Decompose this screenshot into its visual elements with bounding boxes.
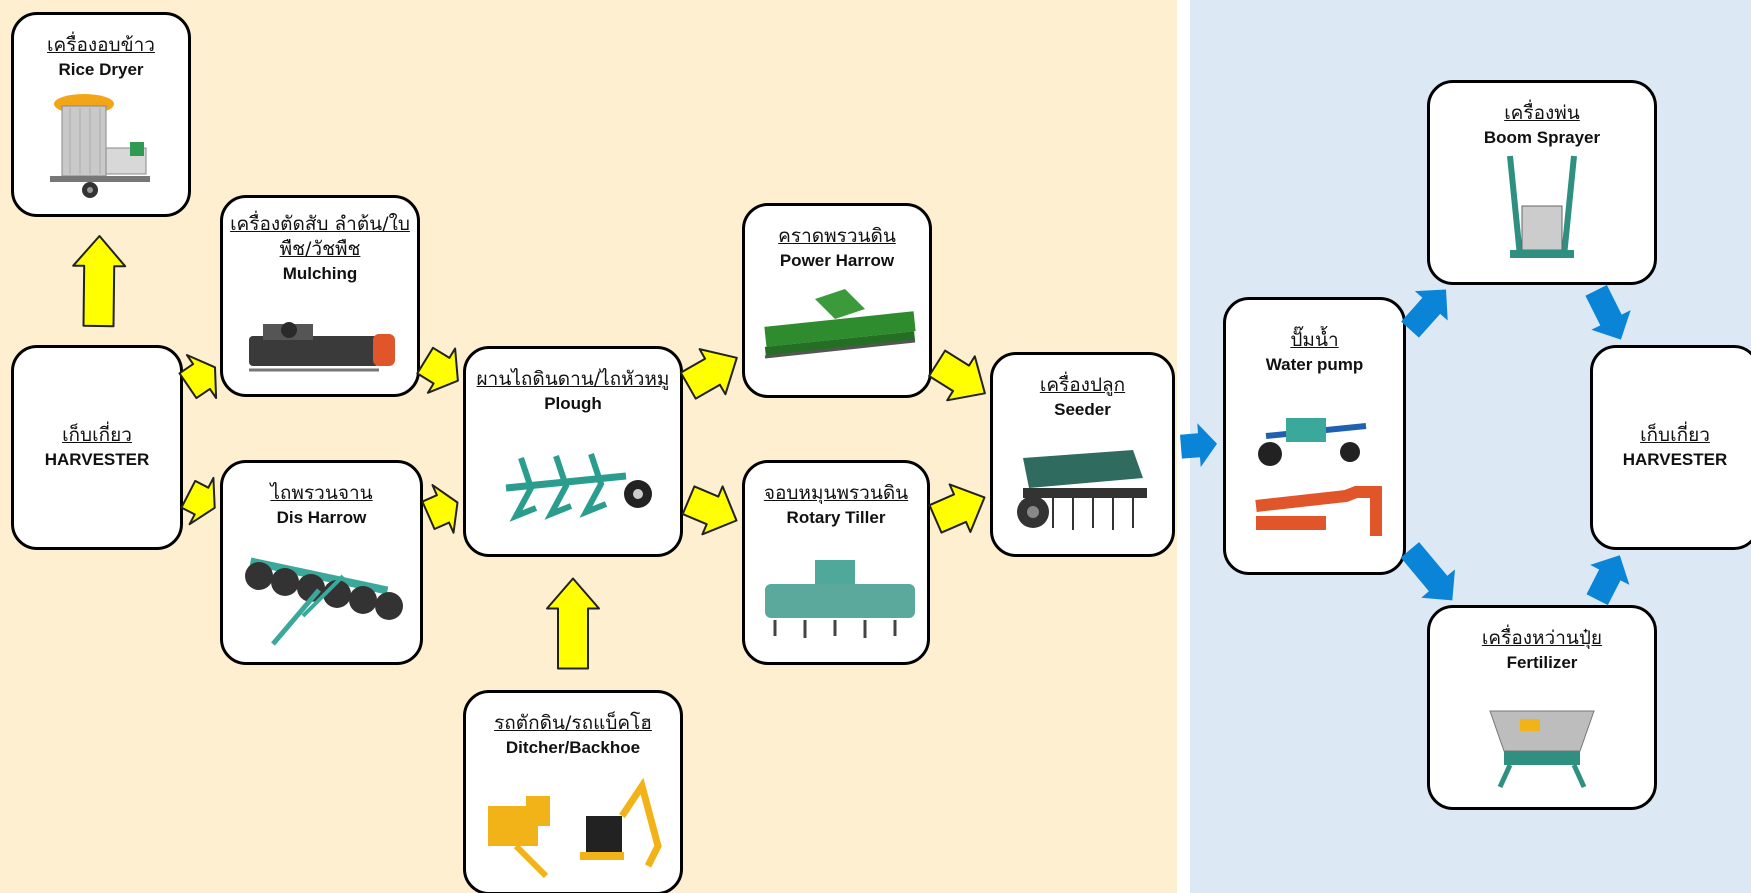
node-power-harrow: คราดพรวนดิน Power Harrow bbox=[742, 203, 932, 398]
node-thai-label: เก็บเกี่ยว bbox=[62, 424, 132, 446]
arrow-plough-to-rotary-tiller bbox=[681, 485, 738, 536]
node-english-label: Boom Sprayer bbox=[1483, 128, 1601, 147]
node-thai-label: เครื่องอบข้าว bbox=[47, 34, 155, 56]
node-thai-label: เครื่องปลูก bbox=[1039, 374, 1126, 396]
arrow-dis-harrow-to-plough bbox=[421, 484, 459, 534]
node-plough: ผานไถดินดาน/ไถหัวหมู Plough bbox=[463, 346, 683, 557]
node-thai-label: รถตักดิน/รถแบ็คโฮ bbox=[494, 712, 652, 734]
node-boom-sprayer: เครื่องพ่น Boom Sprayer bbox=[1427, 80, 1657, 285]
arrow-power-harrow-to-seeder bbox=[928, 349, 986, 402]
fertilizer-spreader-illustration bbox=[1489, 710, 1595, 789]
rotary-tiller-illustration bbox=[765, 560, 915, 638]
ditcher-backhoe-illustration bbox=[488, 777, 662, 879]
arrow-fertilizer-to-harvester-end bbox=[1586, 555, 1630, 606]
rice-dryer-illustration bbox=[50, 94, 150, 198]
node-mulching: เครื่องตัดสับ ลำต้น/ใบพืช/วัชพืช Mulchin… bbox=[220, 195, 420, 397]
arrow-seeder-to-water-pump bbox=[1180, 423, 1217, 468]
water-pump-illustration bbox=[1255, 418, 1382, 536]
node-english-label: Rice Dryer bbox=[58, 60, 144, 79]
node-english-label: Power Harrow bbox=[779, 251, 895, 270]
arrow-water-pump-to-boom-sprayer bbox=[1401, 289, 1448, 338]
node-english-label: Rotary Tiller bbox=[786, 508, 886, 527]
node-english-label: Ditcher/Backhoe bbox=[505, 738, 641, 757]
node-english-label: HARVESTER bbox=[44, 450, 150, 469]
node-thai-label: ปั๊มน้ำ bbox=[1290, 329, 1339, 351]
arrow-rotary-tiller-to-seeder bbox=[928, 483, 986, 534]
node-seeder: เครื่องปลูก Seeder bbox=[990, 352, 1175, 557]
node-thai-label: คราดพรวนดิน bbox=[778, 225, 896, 247]
node-ditcher: รถตักดิน/รถแบ็คโฮ Ditcher/Backhoe bbox=[463, 690, 683, 893]
mulcher-illustration bbox=[249, 322, 395, 372]
node-english-label: Dis Harrow bbox=[276, 508, 367, 527]
node-english-label: HARVESTER bbox=[1622, 450, 1728, 469]
arrow-boom-sprayer-to-harvester-end bbox=[1585, 285, 1631, 340]
arrow-mulching-to-plough bbox=[416, 346, 459, 394]
arrow-harvester-start-to-dis-harrow bbox=[180, 476, 216, 526]
node-english-label: Water pump bbox=[1265, 355, 1364, 374]
node-harvester-start: เก็บเกี่ยว HARVESTER bbox=[11, 345, 183, 550]
node-rice-dryer: เครื่องอบข้าว Rice Dryer bbox=[11, 12, 191, 217]
arrow-plough-to-power-harrow bbox=[679, 348, 738, 400]
seeder-illustration bbox=[1017, 450, 1147, 530]
node-thai-label: ผานไถดินดาน/ไถหัวหมู bbox=[476, 368, 670, 390]
power-harrow-illustration bbox=[764, 289, 916, 359]
node-english-label: Seeder bbox=[1054, 400, 1111, 419]
node-thai-label: จอบหมุนพรวนดิน bbox=[763, 482, 909, 504]
arrow-harvester-start-to-mulching bbox=[178, 354, 218, 400]
node-water-pump: ปั๊มน้ำ Water pump bbox=[1223, 297, 1406, 575]
node-thai-label: เครื่องหว่านปุ๋ย bbox=[1481, 627, 1603, 649]
node-fertilizer: เครื่องหว่านปุ๋ย Fertilizer bbox=[1427, 605, 1657, 810]
boom-sprayer-illustration bbox=[1507, 155, 1577, 258]
node-english-label: Fertilizer bbox=[1506, 653, 1578, 672]
node-english-label: Mulching bbox=[282, 264, 358, 283]
node-thai-label: เก็บเกี่ยว bbox=[1640, 424, 1710, 446]
plough-illustration bbox=[505, 453, 652, 522]
node-thai-label: ไถพรวนจาน bbox=[270, 482, 373, 504]
dis-harrow-illustration bbox=[245, 557, 403, 646]
node-dis-harrow: ไถพรวนจาน Dis Harrow bbox=[220, 460, 423, 665]
arrow-harvester-start-to-rice-dryer bbox=[72, 235, 127, 328]
node-rotary-tiller: จอบหมุนพรวนดิน Rotary Tiller bbox=[742, 460, 930, 665]
node-harvester-end: เก็บเกี่ยว HARVESTER bbox=[1590, 345, 1751, 550]
node-english-label: Plough bbox=[544, 394, 602, 413]
node-thai-label: เครื่องพ่น bbox=[1504, 102, 1580, 124]
node-thai-label: เครื่องตัดสับ ลำต้น/ใบพืช/วัชพืช bbox=[230, 213, 410, 260]
arrow-ditcher-to-plough bbox=[546, 577, 600, 670]
arrow-water-pump-to-fertilizer bbox=[1400, 542, 1455, 601]
